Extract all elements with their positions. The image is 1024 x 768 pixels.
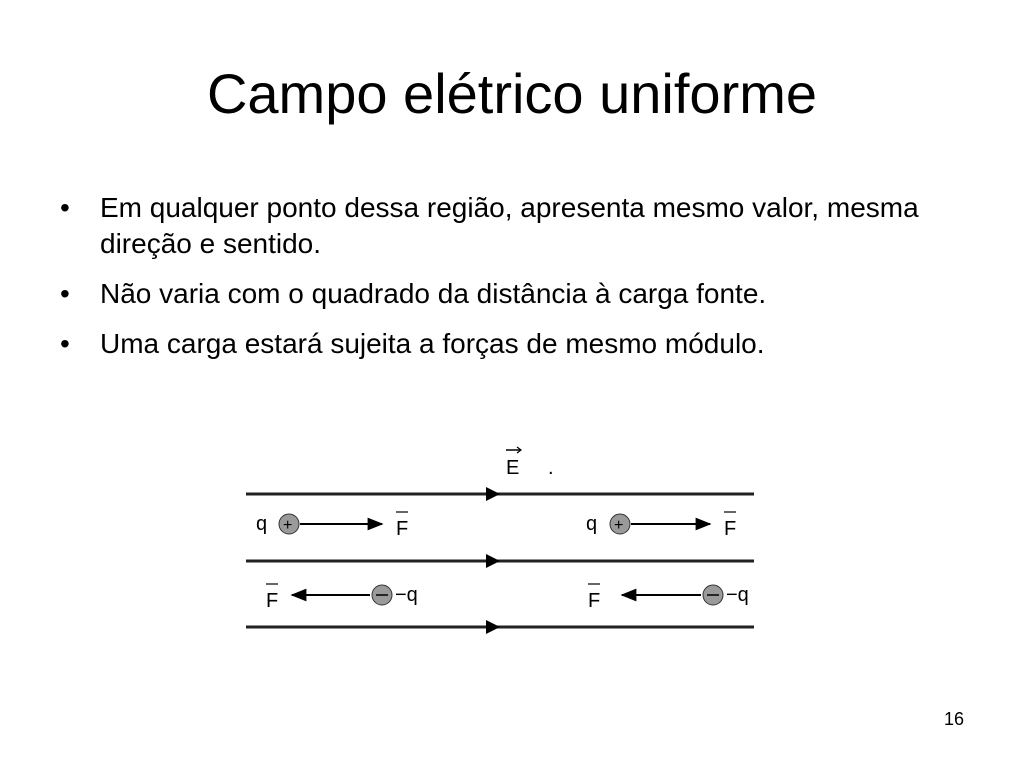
field-label: E [506, 457, 519, 479]
slide-number: 16 [943, 709, 964, 729]
bullet-dot: • [60, 192, 70, 223]
charge-label: −q [395, 584, 418, 606]
force-vector-label: F [588, 583, 600, 612]
svg-text:+: + [283, 517, 292, 534]
field-arrowheads [486, 487, 500, 634]
field-arrowhead [486, 554, 500, 568]
force-label: F [396, 518, 408, 540]
bullet-text: Não varia com o quadrado da distância à … [100, 278, 767, 309]
bullet-dot: • [60, 278, 70, 309]
negative-charge-left: F −q [266, 583, 418, 612]
bullet-dot: • [60, 328, 70, 359]
force-vector-label: F [396, 511, 408, 540]
charge-label: q [256, 513, 267, 535]
charge-label: q [586, 513, 597, 535]
positive-charge-right: q + F [586, 511, 736, 540]
field-lines [246, 492, 754, 629]
field-arrowhead [486, 487, 500, 501]
bullet-item: • Não varia com o quadrado da distância … [60, 276, 940, 312]
uniform-field-diagram: E . q + F q + [246, 446, 754, 634]
force-label: F [266, 590, 278, 612]
positive-charge-left: q + F [256, 511, 408, 540]
field-arrowhead [486, 620, 500, 634]
force-vector-label: F [724, 511, 736, 540]
force-vector-label: F [266, 583, 278, 612]
bullet-item: • Uma carga estará sujeita a forças de m… [60, 326, 940, 362]
charge-label: −q [726, 584, 749, 606]
slide-title: Campo elétrico uniforme [206, 62, 818, 125]
negative-charge-right: F −q [588, 583, 749, 612]
field-dot: . [548, 457, 554, 479]
field-vector-label: E . [506, 446, 554, 479]
bullet-list: • Em qualquer ponto dessa região, aprese… [60, 190, 940, 376]
bullet-text: Em qualquer ponto dessa região, apresent… [100, 192, 919, 259]
bullet-item: • Em qualquer ponto dessa região, aprese… [60, 190, 940, 262]
bullet-text: Uma carga estará sujeita a forças de mes… [100, 328, 765, 359]
svg-text:+: + [614, 517, 623, 534]
force-label: F [588, 590, 600, 612]
force-label: F [724, 518, 736, 540]
